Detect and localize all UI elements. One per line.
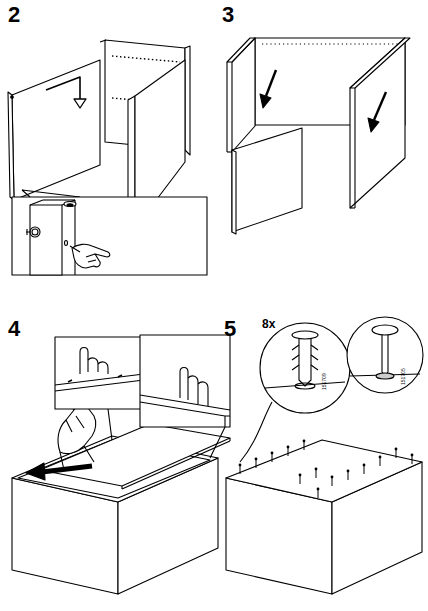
quantity-label: 8x: [262, 318, 275, 330]
step-number: 4: [8, 318, 20, 340]
step-number: 2: [8, 4, 20, 26]
part-number: 151709: [322, 373, 327, 390]
part-number: 151705: [401, 368, 406, 385]
step-number: 5: [224, 318, 236, 340]
step-number: 3: [222, 4, 234, 26]
step-2-drawing: [8, 40, 207, 275]
step-3-drawing: [227, 38, 410, 234]
step-4-drawing: [12, 335, 230, 594]
step-5-drawing: [226, 317, 423, 594]
